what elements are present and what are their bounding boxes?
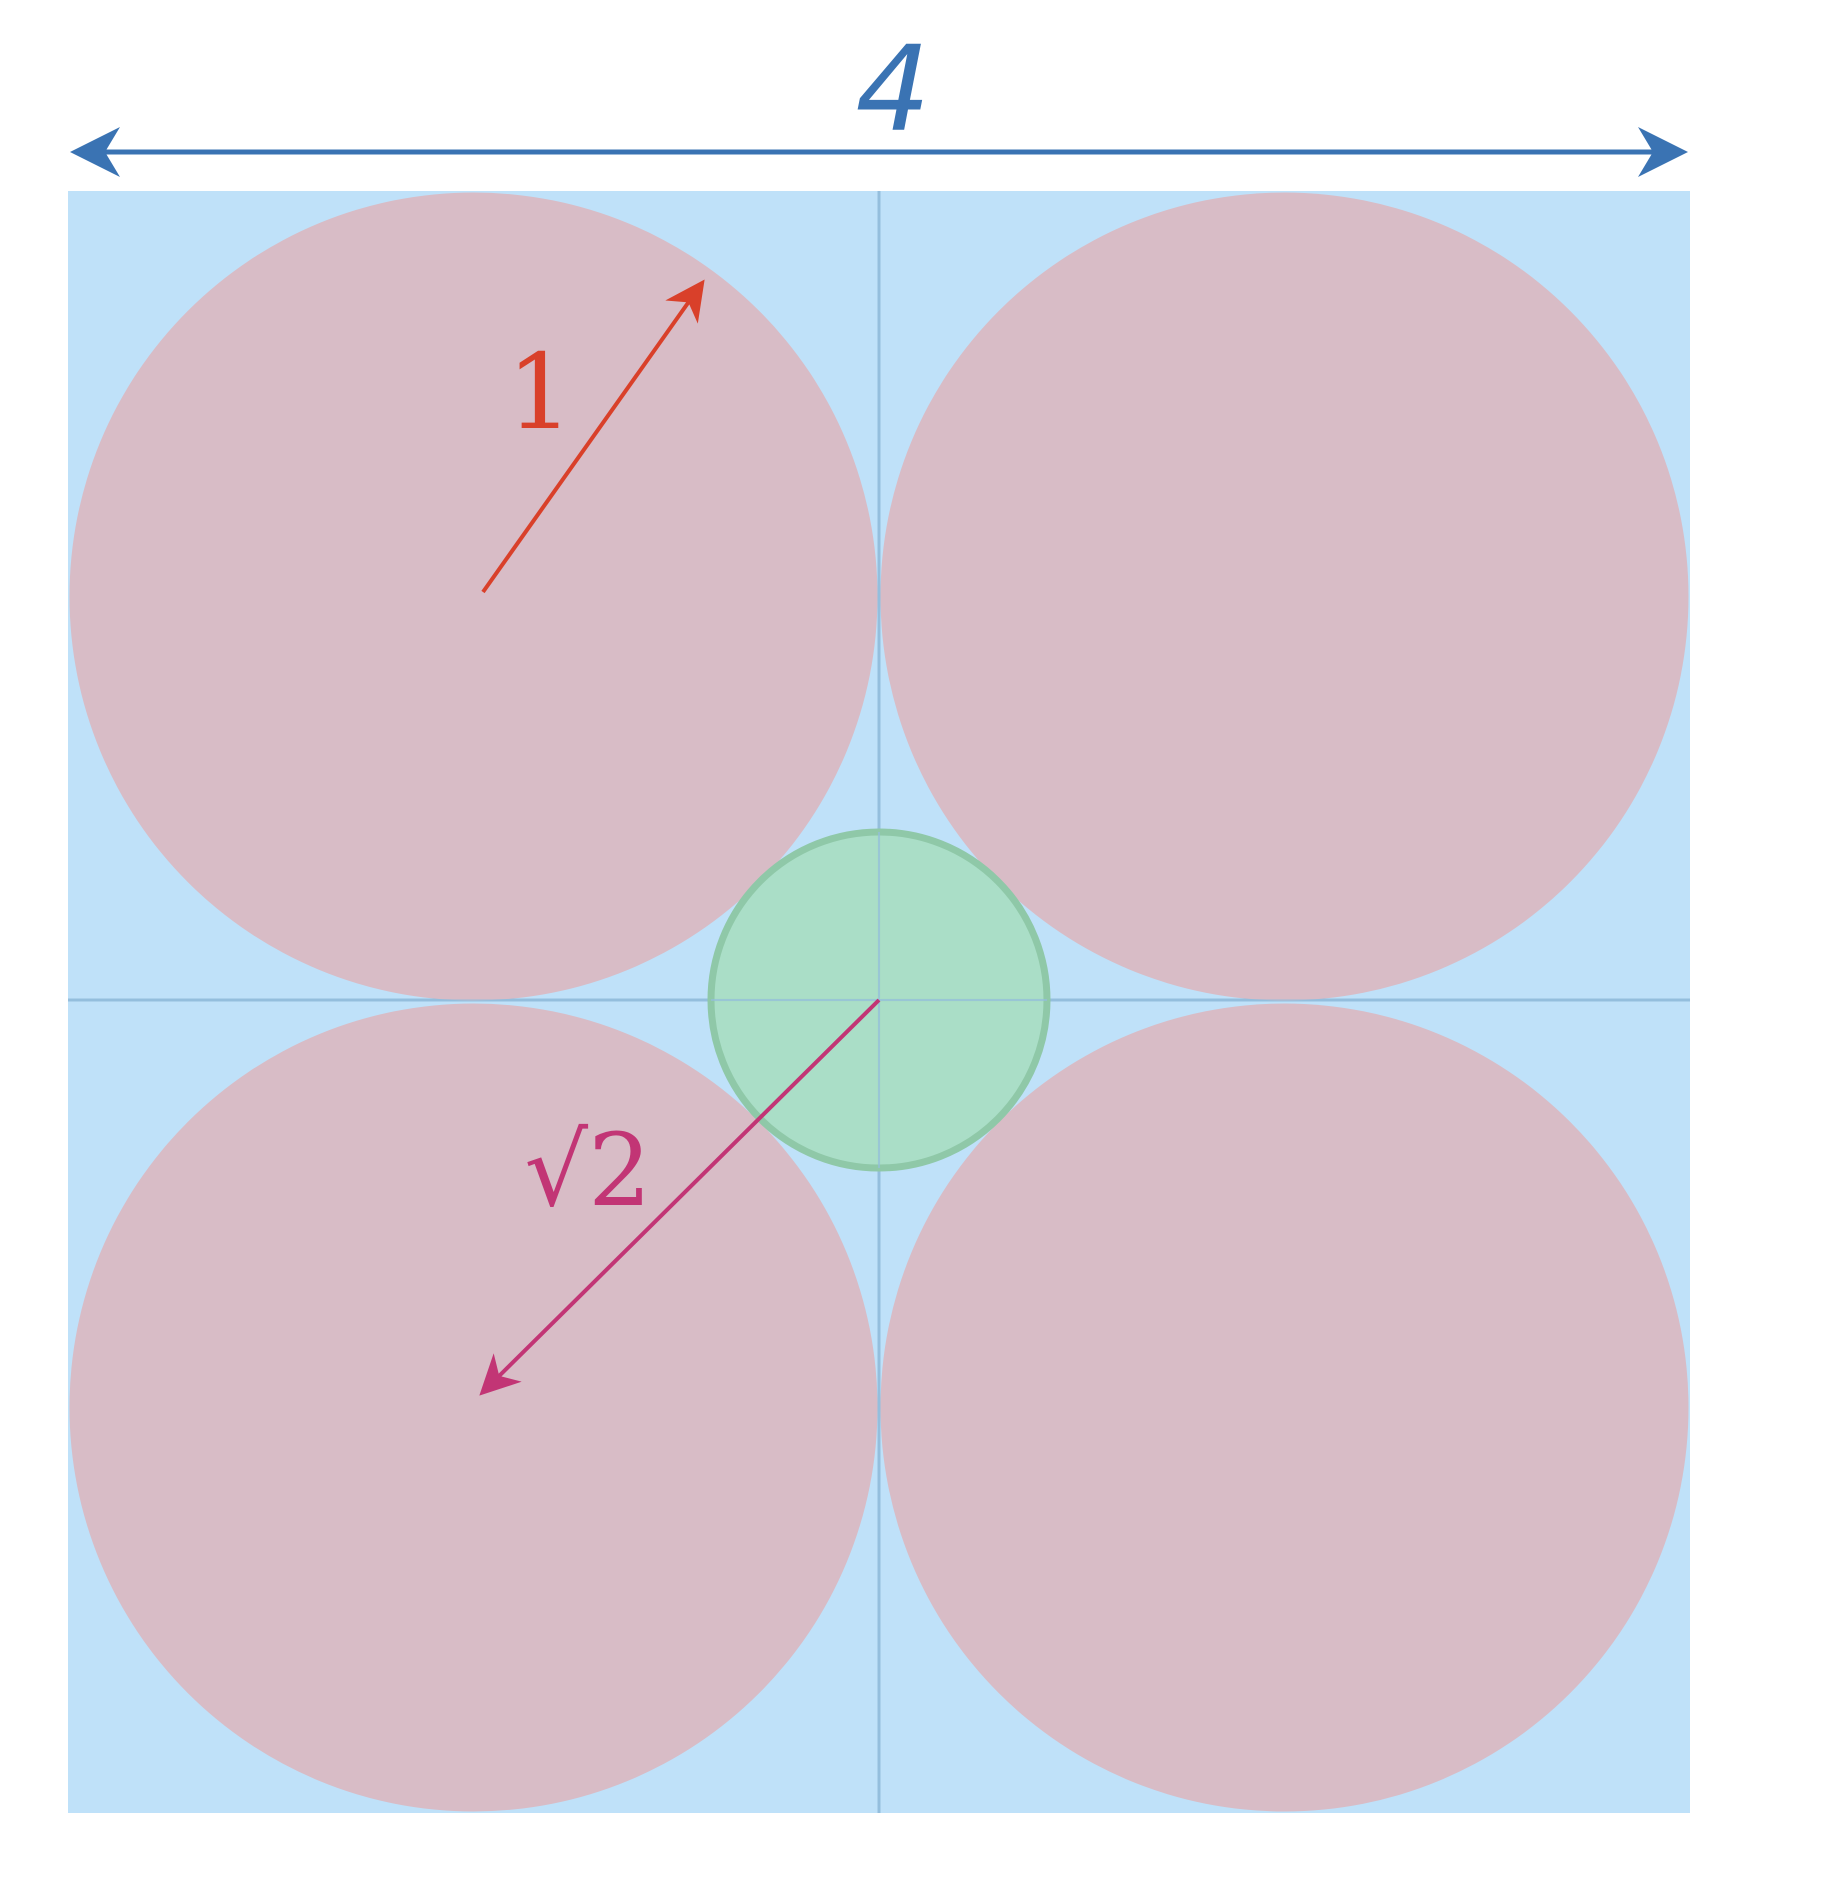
radius-label: 1 [507,331,573,453]
large-circle-top-left [69,192,878,1001]
diagonal-arrow [479,998,881,1396]
large-circle-top-right [880,192,1689,1001]
radius-arrow [481,279,705,594]
large-circle-bottom-right [880,1003,1689,1812]
large-circle-bottom-left [69,1003,878,1812]
width-label: 4 [855,20,930,158]
diagonal-label: √2 [524,1112,651,1229]
